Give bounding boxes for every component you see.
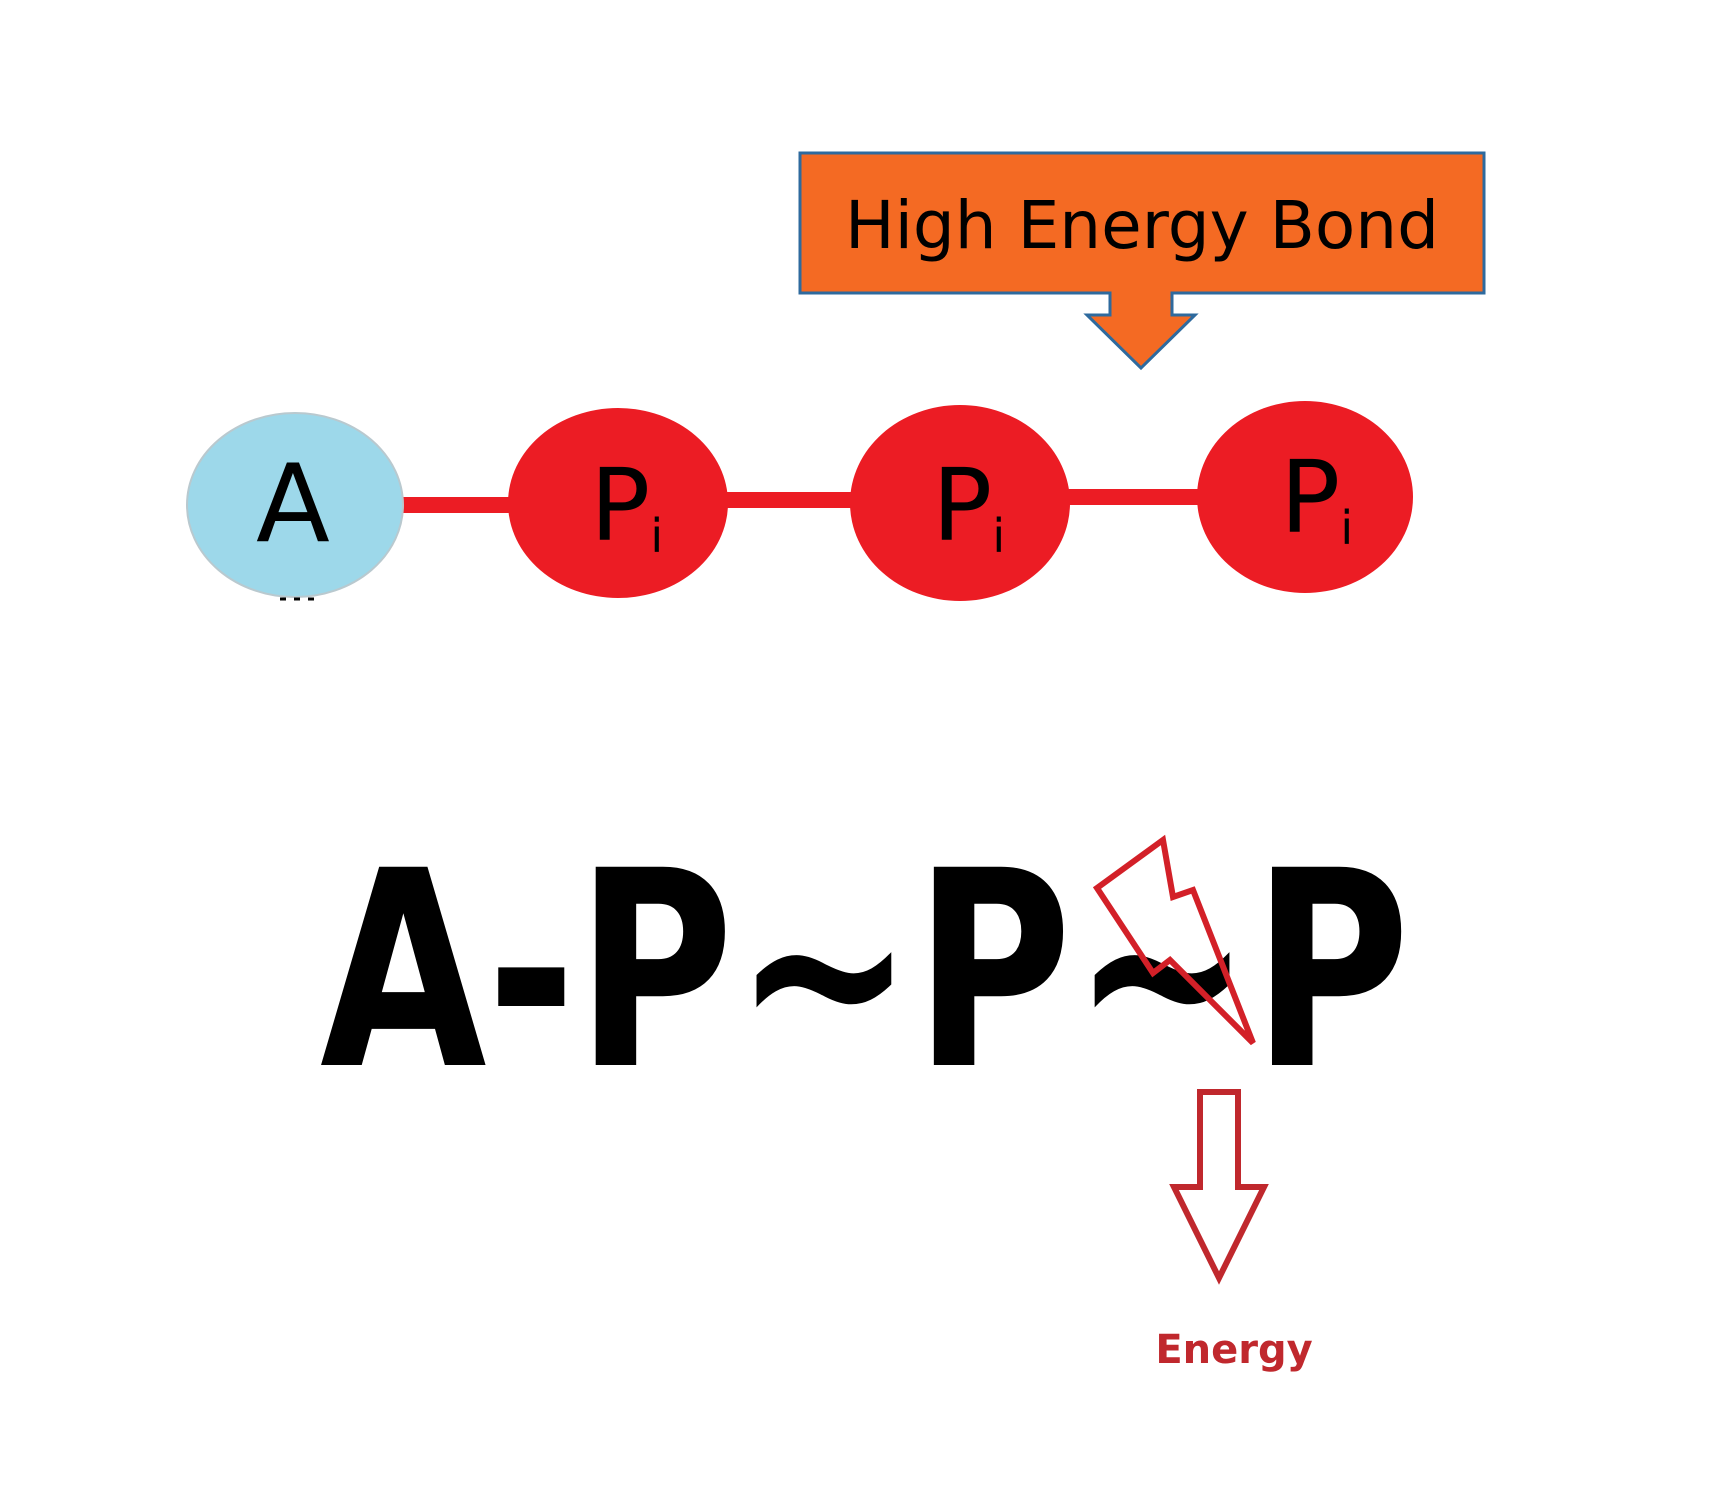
phosphate-subscript: i (650, 509, 663, 563)
atp-formula: A-P~P~P (320, 814, 1410, 1130)
callout-label: High Energy Bond (845, 187, 1439, 264)
high-energy-bond-callout: High Energy Bond (798, 151, 1486, 371)
energy-arrow-icon (1169, 1089, 1269, 1285)
phosphate-label: Pi (1280, 439, 1353, 556)
molecule-bonds (400, 489, 1205, 513)
phosphate-circle (1197, 401, 1413, 593)
callout-shape (798, 151, 1486, 371)
phosphate-circle (850, 405, 1070, 601)
phosphate-letter: P (1280, 439, 1340, 556)
phosphate-circle (508, 408, 728, 598)
adenosine-node: A (186, 412, 404, 601)
phosphate-node: Pi (508, 408, 728, 598)
lightning-bolt-icon (1092, 834, 1256, 1046)
energy-label: Energy (1155, 1327, 1312, 1373)
phosphate-node: Pi (850, 405, 1070, 601)
phosphate-subscript: i (1340, 501, 1353, 555)
adenosine-circle (186, 412, 404, 598)
phosphate-label: Pi (932, 447, 1005, 564)
adenosine-label: A (256, 442, 330, 567)
phosphate-letter: P (932, 447, 992, 564)
phosphate-letter: P (590, 447, 650, 564)
phosphate-subscript: i (992, 509, 1005, 563)
phosphate-label: Pi (590, 447, 663, 564)
phosphate-node: Pi (1197, 401, 1413, 593)
